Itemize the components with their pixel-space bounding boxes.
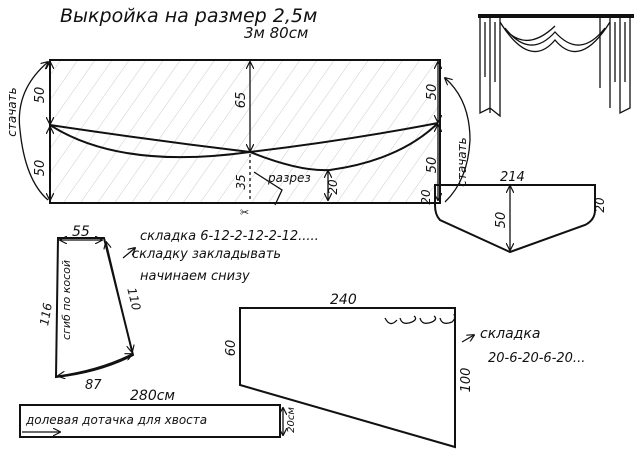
side-panel-top: 240 (330, 292, 357, 308)
sew-left-label: стачать (5, 87, 19, 136)
swag-left-bottom: 50 (33, 160, 48, 177)
swag-left-top: 50 (33, 87, 48, 104)
swag-depth: 20 (326, 179, 340, 195)
cascade-right: 20 (593, 197, 607, 213)
swag-right-top: 50 (425, 84, 440, 101)
cut-label: разрез (267, 171, 311, 185)
jabot-pleat-note-3: начинаем снизу (140, 269, 250, 284)
sew-right-label: стачать (455, 137, 469, 186)
jabot-left: 116 (37, 301, 55, 326)
side-panel-pattern: 240 60 100 складка 20-6-20-6-20... (224, 292, 585, 449)
cascade-width: 214 (500, 170, 525, 185)
swag-width: 3м 80см (244, 24, 308, 42)
swag-center-bottom: 35 (234, 174, 248, 189)
side-panel-pleat-label: складка (480, 326, 540, 342)
tail-label: долевая дотачка для хвоста (25, 413, 207, 427)
cascade-left: 20 (419, 189, 433, 205)
side-panel-left: 60 (224, 340, 239, 357)
jabot-top: 55 (72, 224, 90, 240)
jabot-pleat-note-2: складку закладывать (132, 247, 281, 262)
jabot-pleat-note: складка 6-12-2-12-2-12..... (140, 229, 319, 244)
scissors-icon: ✂ (240, 206, 249, 219)
swag-center-top: 65 (234, 92, 249, 109)
title: Выкройка на размер 2,5м (60, 5, 317, 27)
jabot-pattern: 55 116 110 87 сгиб по косой складка 6-12… (37, 224, 319, 393)
jabot-fold-label: сгиб по косой (60, 260, 73, 340)
cascade-height: 50 (494, 212, 509, 229)
swag-fill (50, 60, 440, 203)
swag-right-bottom: 50 (425, 157, 440, 174)
side-panel-right: 100 (459, 368, 474, 393)
jabot-right: 110 (124, 286, 143, 312)
swag-lower-curve (49, 122, 439, 172)
tail-height: 20см (286, 407, 297, 433)
jabot-bottom: 87 (85, 378, 102, 393)
center-cascade-pattern: 214 20 20 50 (419, 170, 607, 254)
side-panel-pleat-seq: 20-6-20-6-20... (488, 351, 585, 366)
curtain-illustration-icon (478, 14, 634, 118)
tail-strip-pattern: 280см 20см долевая дотачка для хвоста (19, 388, 297, 438)
swag-pattern: 3м 80см 50 50 50 50 65 35 20 стачать ста… (5, 24, 471, 219)
tail-length: 280см (130, 388, 175, 404)
